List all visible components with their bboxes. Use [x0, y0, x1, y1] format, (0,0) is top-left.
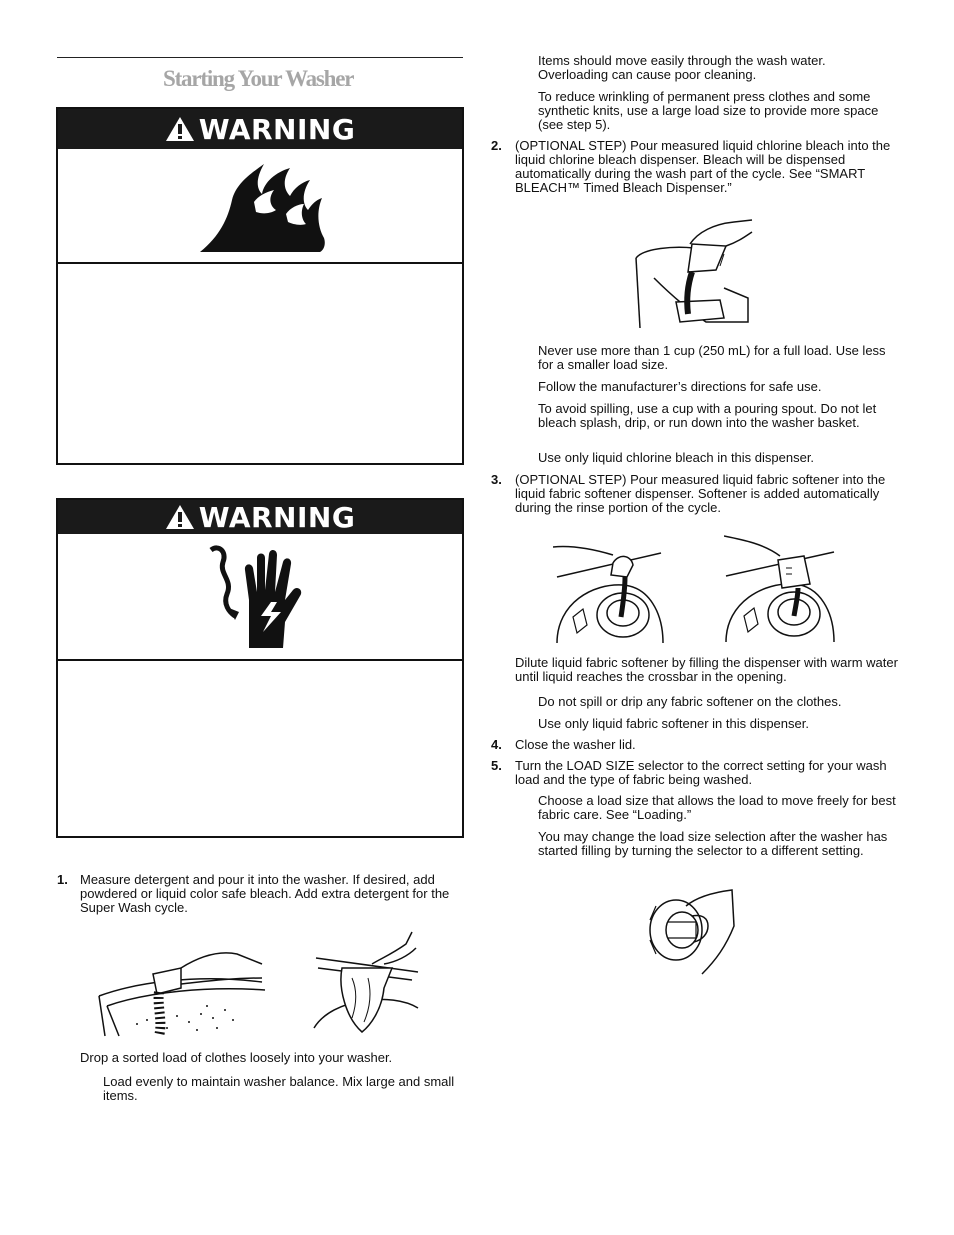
load-size-knob-illustration — [646, 886, 738, 976]
note-choose-load: Choose a load size that allows the load … — [538, 793, 896, 822]
warning-icon-area — [58, 534, 462, 661]
pour-detergent-illustration — [97, 944, 267, 1038]
note-may-change: You may change the load size selection a… — [538, 829, 888, 858]
step-text: (OPTIONAL STEP) Pour measured liquid chl… — [515, 138, 891, 195]
step-number: 3. — [491, 472, 502, 487]
step-number: 2. — [491, 138, 502, 153]
fire-warning-box: WARNING — [56, 107, 464, 465]
electrical-shock-hand-icon — [205, 540, 315, 654]
note-follow-directions: Follow the manufacturer’s directions for… — [538, 379, 822, 394]
note-move-easily: Items should move easily through the was… — [538, 53, 826, 82]
warning-header: WARNING — [58, 109, 462, 149]
warning-label: WARNING — [198, 500, 356, 534]
alert-triangle-icon — [165, 116, 199, 142]
step-number: 1. — [57, 872, 68, 887]
note-dilute: Dilute liquid fabric softener by filling… — [515, 655, 898, 684]
load-clothes-illustration — [312, 928, 422, 1038]
note-drop-load: Drop a sorted load of clothes loosely in… — [80, 1050, 393, 1065]
pour-softener-cup-illustration — [724, 530, 836, 642]
page-title: Starting Your Washer — [163, 66, 354, 91]
step-text: Measure detergent and pour it into the w… — [80, 872, 450, 915]
step-text: Turn the LOAD SIZE selector to the corre… — [515, 758, 887, 787]
header-rule — [57, 57, 463, 58]
note-load-evenly: Load evenly to maintain washer balance. … — [103, 1074, 455, 1103]
warning-label: WARNING — [198, 112, 356, 146]
note-avoid-spilling: To avoid spilling, use a cup with a pour… — [538, 401, 877, 430]
alert-triangle-icon — [165, 504, 199, 530]
note-do-not-spill: Do not spill or drip any fabric softener… — [538, 694, 842, 709]
warning-icon-area — [58, 149, 462, 264]
pour-softener-bottle-illustration — [553, 533, 665, 643]
fire-hazard-icon — [190, 156, 330, 256]
note-only-softener: Use only liquid fabric softener in this … — [538, 716, 809, 731]
note-only-chlorine: Use only liquid chlorine bleach in this … — [538, 450, 815, 465]
note-reduce-wrinkling: To reduce wrinkling of permanent press c… — [538, 89, 879, 132]
pour-bleach-illustration — [634, 218, 754, 330]
shock-warning-box: WARNING — [56, 498, 464, 838]
step-text: (OPTIONAL STEP) Pour measured liquid fab… — [515, 472, 886, 515]
warning-header: WARNING — [58, 500, 462, 534]
step-number: 5. — [491, 758, 502, 773]
note-never-more: Never use more than 1 cup (250 mL) for a… — [538, 343, 886, 372]
step-number: 4. — [491, 737, 502, 752]
step-text: Close the washer lid. — [515, 737, 636, 752]
